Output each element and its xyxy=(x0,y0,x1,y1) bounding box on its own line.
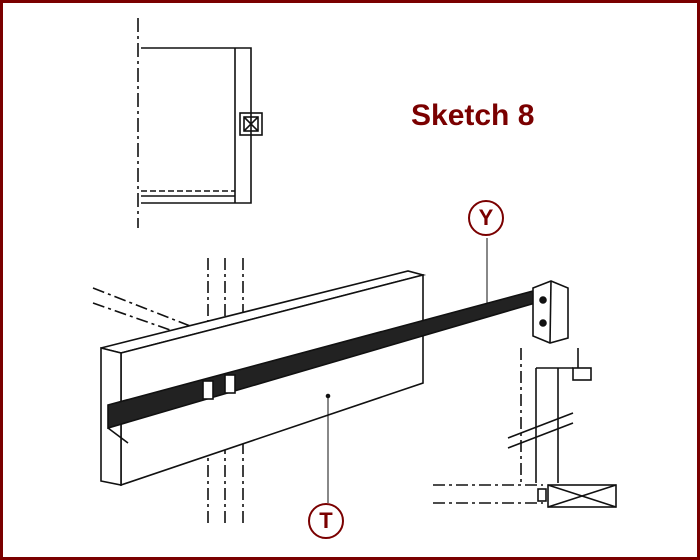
lower-right-detail xyxy=(433,348,617,508)
anchor-box-icon xyxy=(239,112,263,136)
callout-t: T xyxy=(308,503,344,539)
callout-y: Y xyxy=(468,200,504,236)
upper-detail xyxy=(137,18,263,228)
steel-bar-Y xyxy=(107,238,569,503)
sketch-title: Sketch 8 xyxy=(411,99,535,132)
technical-sketch xyxy=(92,18,617,523)
